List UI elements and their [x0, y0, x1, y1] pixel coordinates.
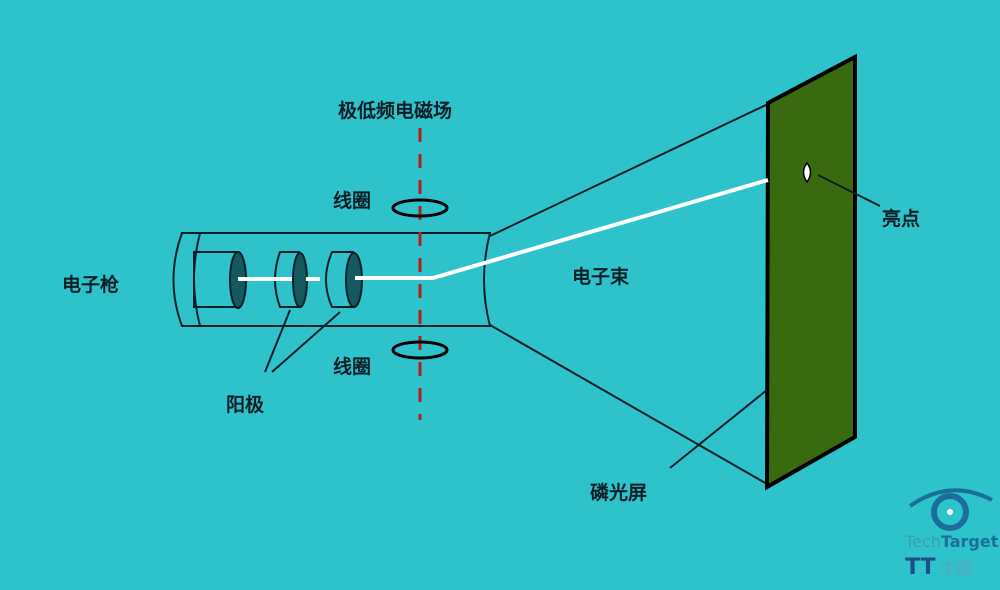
anode-pointer-1	[264, 309, 291, 373]
logo-target: Target	[940, 532, 999, 551]
label-coil-bottom: 线圈	[333, 356, 372, 378]
coil-top	[391, 198, 449, 218]
anode-2	[325, 251, 354, 308]
gun-tube	[172, 232, 492, 327]
spot-pointer-line	[817, 174, 881, 207]
label-gun: 电子枪	[62, 274, 120, 296]
logo-tt: TT	[905, 555, 936, 580]
cone-lower-line	[489, 324, 768, 485]
label-field: 极低频电磁场	[338, 100, 453, 122]
screen-pointer-line	[669, 389, 768, 469]
label-spot: 亮点	[882, 208, 921, 230]
phosphor-screen	[764, 53, 857, 491]
label-beam: 电子束	[572, 266, 630, 288]
logo-cn: 中国	[940, 559, 973, 578]
bright-spot	[802, 161, 812, 184]
electron-beam-main	[355, 178, 769, 280]
label-anode: 阳极	[226, 394, 265, 416]
cone-upper-line	[489, 103, 769, 237]
anode-pointer-2	[271, 311, 341, 373]
logo-tech: Tech	[905, 532, 941, 551]
label-coil-top: 线圈	[333, 190, 372, 212]
techtarget-eye-icon	[908, 488, 993, 531]
anode-1-face	[292, 252, 308, 308]
techtarget-logo: TechTarget TT 中国	[905, 532, 998, 580]
coil-bottom	[391, 340, 449, 360]
label-screen: 磷光屏	[590, 482, 648, 504]
